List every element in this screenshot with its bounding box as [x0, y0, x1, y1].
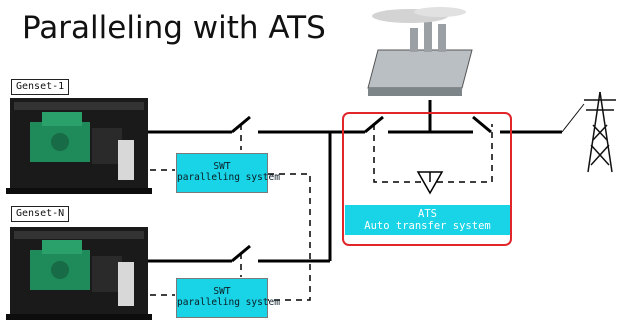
genset-1-label: Genset-1: [11, 79, 70, 95]
page-title: Paralleling with ATS: [22, 10, 326, 46]
swt-box-n-subtitle: paralleling system: [177, 297, 280, 308]
ats-title: ATS: [418, 208, 437, 220]
swt-box-1-subtitle: paralleling system: [177, 172, 280, 183]
control-lines: [150, 124, 493, 301]
genset-n-label: Genset-N: [11, 206, 70, 222]
ats-load-switch: [472, 115, 492, 134]
ats-box: ATS Auto transfer system: [345, 205, 510, 235]
genset-1-illustration: [6, 98, 152, 194]
ats-frame: [342, 112, 512, 246]
genset-n-illustration: [6, 227, 152, 320]
swt-box-1-title: SWT: [213, 161, 231, 172]
factory-icon: [367, 7, 473, 96]
swt-paralleling-box-n: SWT paralleling system: [176, 278, 280, 318]
swt-box-n-title: SWT: [213, 286, 231, 297]
power-wires: [148, 100, 562, 263]
utility-tower-icon: [561, 91, 616, 173]
swt-paralleling-box-1: SWT paralleling system: [176, 153, 280, 193]
ats-subtitle: Auto transfer system: [364, 220, 491, 232]
